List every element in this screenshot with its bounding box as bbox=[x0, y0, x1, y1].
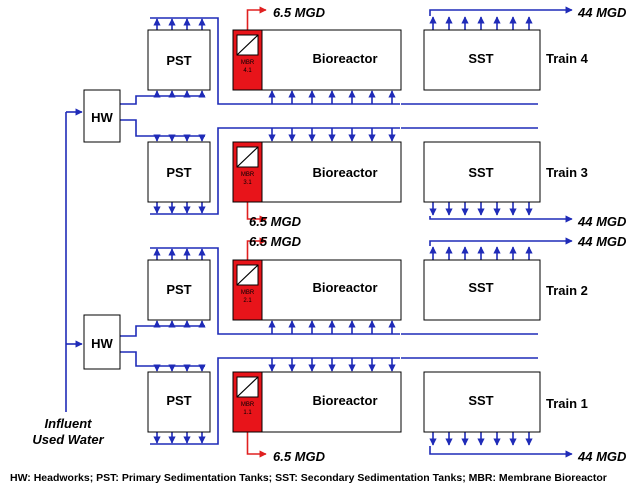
mbr-label: MBR bbox=[241, 402, 255, 408]
effluent-flow-label: 44 MGD bbox=[577, 234, 627, 249]
effluent-flow-label: 44 MGD bbox=[577, 5, 627, 20]
mbr-flow-label: 6.5 MGD bbox=[249, 234, 302, 249]
influent-label-line1: Influent bbox=[45, 416, 93, 431]
mbr-effluent-arrow bbox=[246, 432, 267, 458]
pst-tank bbox=[147, 259, 211, 321]
mbr-id: 3.1 bbox=[243, 180, 252, 186]
train-4: PST MBR 4.1 Bioreactor SST Train 4 6.5 M… bbox=[147, 5, 627, 91]
effluent-arrow bbox=[429, 237, 573, 246]
headworks-box bbox=[83, 89, 121, 143]
sst-tank bbox=[423, 371, 541, 433]
sst-label: SST bbox=[468, 165, 493, 180]
flow-lines bbox=[65, 6, 573, 458]
pst-feed-header bbox=[120, 325, 205, 337]
effluent-arrow bbox=[429, 215, 573, 223]
pst-tank bbox=[147, 29, 211, 91]
headworks-label: HW bbox=[91, 110, 113, 125]
pst-label: PST bbox=[166, 282, 191, 297]
pst-label: PST bbox=[166, 165, 191, 180]
mbr-effluent-arrow bbox=[246, 237, 267, 260]
bioreactor-label: Bioreactor bbox=[312, 393, 377, 408]
mbr-icon-diagonal bbox=[236, 146, 259, 168]
mbr-flow-label: 6.5 MGD bbox=[273, 449, 326, 464]
effluent-arrow bbox=[429, 446, 573, 458]
pst-to-bioreactor-line bbox=[212, 357, 400, 445]
mbr-label: MBR bbox=[241, 290, 255, 296]
effluent-flow-label: 44 MGD bbox=[577, 214, 627, 229]
bioreactor-label: Bioreactor bbox=[312, 165, 377, 180]
train-label: Train 4 bbox=[546, 51, 589, 66]
pst-to-bioreactor-line bbox=[212, 247, 400, 335]
pst-feed-header bbox=[120, 119, 205, 137]
sst-tank bbox=[423, 141, 541, 203]
sst-label: SST bbox=[468, 393, 493, 408]
mbr-flow-label: 6.5 MGD bbox=[273, 5, 326, 20]
pst-to-bioreactor-line bbox=[212, 17, 400, 105]
sst-label: SST bbox=[468, 280, 493, 295]
train-label: Train 3 bbox=[546, 165, 588, 180]
pst-feed-header bbox=[120, 351, 205, 367]
pst-label: PST bbox=[166, 393, 191, 408]
mbr-effluent-arrow bbox=[246, 6, 267, 30]
bioreactor-label: Bioreactor bbox=[312, 280, 377, 295]
headworks-label: HW bbox=[91, 336, 113, 351]
headworks-box bbox=[83, 314, 121, 370]
train-label: Train 2 bbox=[546, 283, 588, 298]
train-1: PST MBR 1.1 Bioreactor SST Train 1 6.5 M… bbox=[147, 371, 627, 464]
effluent-flow-label: 44 MGD bbox=[577, 449, 627, 464]
sst-tank bbox=[423, 259, 541, 321]
headworks-lower: HW bbox=[83, 314, 121, 370]
pst-feed-header bbox=[120, 95, 205, 105]
legend-caption: HW: Headworks; PST: Primary Sedimentatio… bbox=[10, 472, 607, 484]
train-2: PST MBR 2.1 Bioreactor SST Train 2 6.5 M… bbox=[147, 234, 627, 321]
bioreactor-label: Bioreactor bbox=[312, 51, 377, 66]
mbr-label: MBR bbox=[241, 60, 255, 66]
mbr-id: 2.1 bbox=[243, 298, 252, 304]
mbr-icon-diagonal bbox=[236, 376, 259, 398]
train-3: PST MBR 3.1 Bioreactor SST Train 3 6.5 M… bbox=[147, 141, 627, 229]
sst-tank bbox=[423, 29, 541, 91]
mbr-id: 1.1 bbox=[243, 410, 252, 416]
mbr-icon-diagonal bbox=[236, 264, 259, 286]
sst-label: SST bbox=[468, 51, 493, 66]
mbr-id: 4.1 bbox=[243, 68, 252, 74]
pst-tank bbox=[147, 141, 211, 203]
mbr-icon-diagonal bbox=[236, 34, 259, 56]
pst-to-bioreactor-line bbox=[212, 127, 400, 215]
mbr-flow-label: 6.5 MGD bbox=[249, 214, 302, 229]
train-label: Train 1 bbox=[546, 396, 588, 411]
effluent-arrow bbox=[429, 6, 573, 16]
mbr-effluent-arrow bbox=[246, 202, 267, 223]
influent-label-line2: Used Water bbox=[32, 432, 104, 447]
pst-label: PST bbox=[166, 53, 191, 68]
pst-tank bbox=[147, 371, 211, 433]
headworks-upper: HW bbox=[83, 89, 121, 143]
mbr-label: MBR bbox=[241, 172, 255, 178]
